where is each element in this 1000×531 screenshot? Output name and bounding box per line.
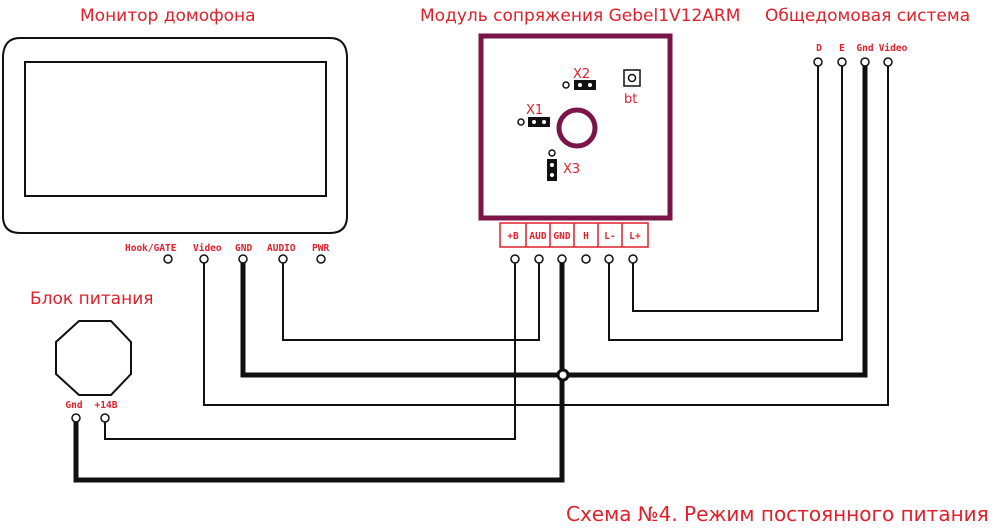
diagram-caption: Схема №4. Режим постоянного питания	[566, 502, 989, 526]
monitor-terminal-hook-gate: Hook/GATE	[125, 243, 177, 254]
jumper-x3-pin	[548, 149, 556, 157]
module-plus-b-terminal	[510, 254, 520, 264]
module-terminal-h: H	[583, 231, 589, 242]
wire-gnd-bus	[240, 65, 868, 378]
module-terminal-plus-b: +B	[507, 231, 519, 242]
monitor-terminal-video: Video	[193, 243, 222, 254]
monitor-screen	[24, 61, 327, 197]
monitor-video-terminal	[199, 254, 209, 264]
power-gnd-terminal	[71, 413, 81, 423]
interface-module: bt X2 X1 X3 +B AUD GND H L- L+	[478, 33, 673, 248]
wire-video-to-building-video	[203, 65, 889, 406]
module-title: Модуль сопряжения Gebel1V12ARM	[420, 6, 740, 26]
building-terminal-d: D	[816, 43, 822, 54]
monitor-terminal-labels: Hook/GATE Video GND AUDIO PWR	[125, 243, 329, 254]
wires	[73, 65, 889, 483]
module-l-plus-terminal	[628, 254, 638, 264]
module-terminal-l-minus: L-	[604, 231, 615, 242]
building-e-terminal	[837, 57, 847, 67]
monitor-terminal-audio: AUDIO	[267, 243, 296, 254]
jumper-x3-cap	[547, 159, 557, 181]
monitor-terminal-pwr: PWR	[312, 243, 329, 254]
building-terminal-e: E	[839, 43, 845, 54]
monitor-gnd-terminal	[238, 254, 248, 264]
module-terminal-aud: AUD	[529, 231, 546, 242]
jumper-x2-cap	[574, 80, 596, 90]
building-terminal-video: Video	[879, 43, 908, 54]
module-l-minus-terminal	[604, 254, 614, 264]
jumper-x1-cap	[528, 117, 550, 127]
power-supply: Gnd +14B	[55, 320, 132, 411]
building-d-terminal	[813, 57, 823, 67]
monitor-title: Монитор домофона	[80, 6, 256, 26]
jumper-x2-hole-b	[588, 83, 592, 87]
jumper-x3-hole-b	[550, 173, 554, 177]
intercom-monitor	[1, 37, 348, 234]
module-terminal-gnd: GND	[553, 231, 570, 242]
module-aud-terminal	[534, 254, 544, 264]
building-terminal-labels: D E Gnd Video	[816, 43, 907, 54]
monitor-terminal-gnd: GND	[235, 243, 252, 254]
building-terminal-gnd: Gnd	[856, 43, 873, 54]
jumper-x2-hole-a	[578, 83, 582, 87]
wire-audio-to-aud	[282, 262, 540, 341]
module-gnd-terminal	[557, 254, 567, 264]
jumper-x1-label: X1	[526, 103, 543, 118]
power-terminal-gnd: Gnd	[65, 400, 82, 411]
power-plus-14v-terminal	[100, 413, 110, 423]
monitor-pwr-terminal	[316, 254, 326, 264]
wire-plus-14v-to-bus	[104, 375, 516, 440]
jumper-x1-pin	[517, 118, 525, 126]
building-gnd-terminal	[860, 57, 870, 67]
monitor-audio-terminal	[278, 254, 288, 264]
jumper-x3-hole-a	[550, 163, 554, 167]
jumper-x2-label: X2	[573, 67, 590, 82]
jumper-x2-pin	[562, 81, 570, 89]
power-unit-title: Блок питания	[30, 289, 153, 309]
module-button-dot	[627, 73, 637, 83]
building-video-terminal	[883, 57, 893, 67]
module-h-terminal	[581, 254, 591, 264]
button-label: bt	[624, 92, 637, 107]
terminal-points	[71, 57, 893, 423]
jumper-x3-label: X3	[563, 162, 580, 177]
ground-junction	[556, 368, 570, 382]
wire-l-plus-to-d	[632, 65, 819, 312]
module-terminal-l-plus: L+	[629, 231, 641, 242]
wire-l-minus-to-e	[608, 65, 843, 341]
jumper-x1-hole-a	[532, 120, 536, 124]
module-buzzer	[556, 107, 598, 149]
module-button	[623, 69, 641, 87]
building-system-title: Общедомовая система	[765, 6, 970, 26]
monitor-hook-gate-terminal	[163, 254, 173, 264]
jumper-x1-hole-b	[542, 120, 546, 124]
power-terminal-plus-14v: +14B	[95, 400, 118, 411]
power-supply-body	[55, 320, 132, 396]
